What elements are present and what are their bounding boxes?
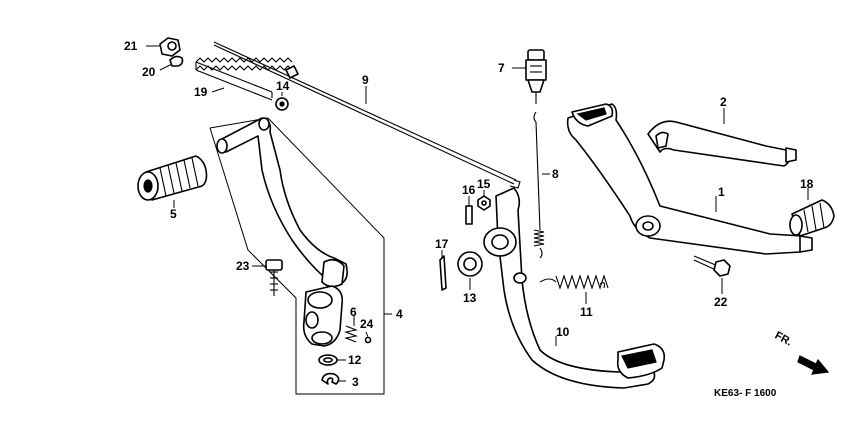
arrow-down-right-icon [797,355,830,375]
callout-numbers: 1 2 3 4 5 6 7 8 9 10 11 12 13 14 15 16 1… [124,39,814,389]
kick-bolt [265,259,283,296]
front-direction-indicator: FR. [773,330,830,375]
callout-15: 15 [477,177,491,191]
pivot-nut [477,195,491,211]
washer [318,354,338,366]
rod-joint [169,55,184,67]
step-bar [647,120,797,167]
kick-pedal-rubber [137,155,208,201]
spring-collar [275,97,289,111]
callout-1: 1 [718,185,725,199]
callout-9: 9 [362,73,369,87]
callout-16: 16 [462,183,476,197]
holder-bolt [693,255,731,277]
callout-3: 3 [352,375,359,389]
brake-rod [213,41,521,189]
circlip [321,372,340,385]
rod-nut [159,37,181,57]
brake-pedal [483,187,666,389]
callout-2: 2 [720,95,727,109]
diagram-code: KE63- F 1600 [714,388,777,399]
pedal-return-spring [539,274,609,290]
callout-19: 19 [194,85,208,99]
pedal-washer [457,251,483,277]
callout-4: 4 [396,307,403,321]
callout-12: 12 [348,353,362,367]
kick-starter-assembly-bracket [209,117,392,395]
step-rubber [789,199,835,237]
callout-8: 8 [552,167,559,181]
callout-17: 17 [435,237,449,251]
callout-23: 23 [236,259,250,273]
steel-ball [364,336,372,344]
callout-21: 21 [124,39,138,53]
pivot-pin [465,205,473,225]
callout-13: 13 [463,291,477,305]
callout-20: 20 [142,65,156,79]
callout-18: 18 [800,177,814,191]
kick-starter-arm [216,117,348,288]
callout-10: 10 [556,325,570,339]
stop-switch-spring [533,111,545,259]
callout-14: 14 [276,79,290,93]
callout-6: 6 [350,305,357,319]
step-holder [566,103,813,255]
cotter-pin [439,255,447,291]
direction-label: FR. [773,330,794,349]
callout-22: 22 [714,295,728,309]
callout-5: 5 [170,207,177,221]
kick-starter-boss [302,285,344,347]
callout-7: 7 [498,61,505,75]
callout-24: 24 [360,317,374,331]
detent-spring [344,325,358,343]
stop-switch [525,49,547,104]
callout-11: 11 [580,305,593,319]
